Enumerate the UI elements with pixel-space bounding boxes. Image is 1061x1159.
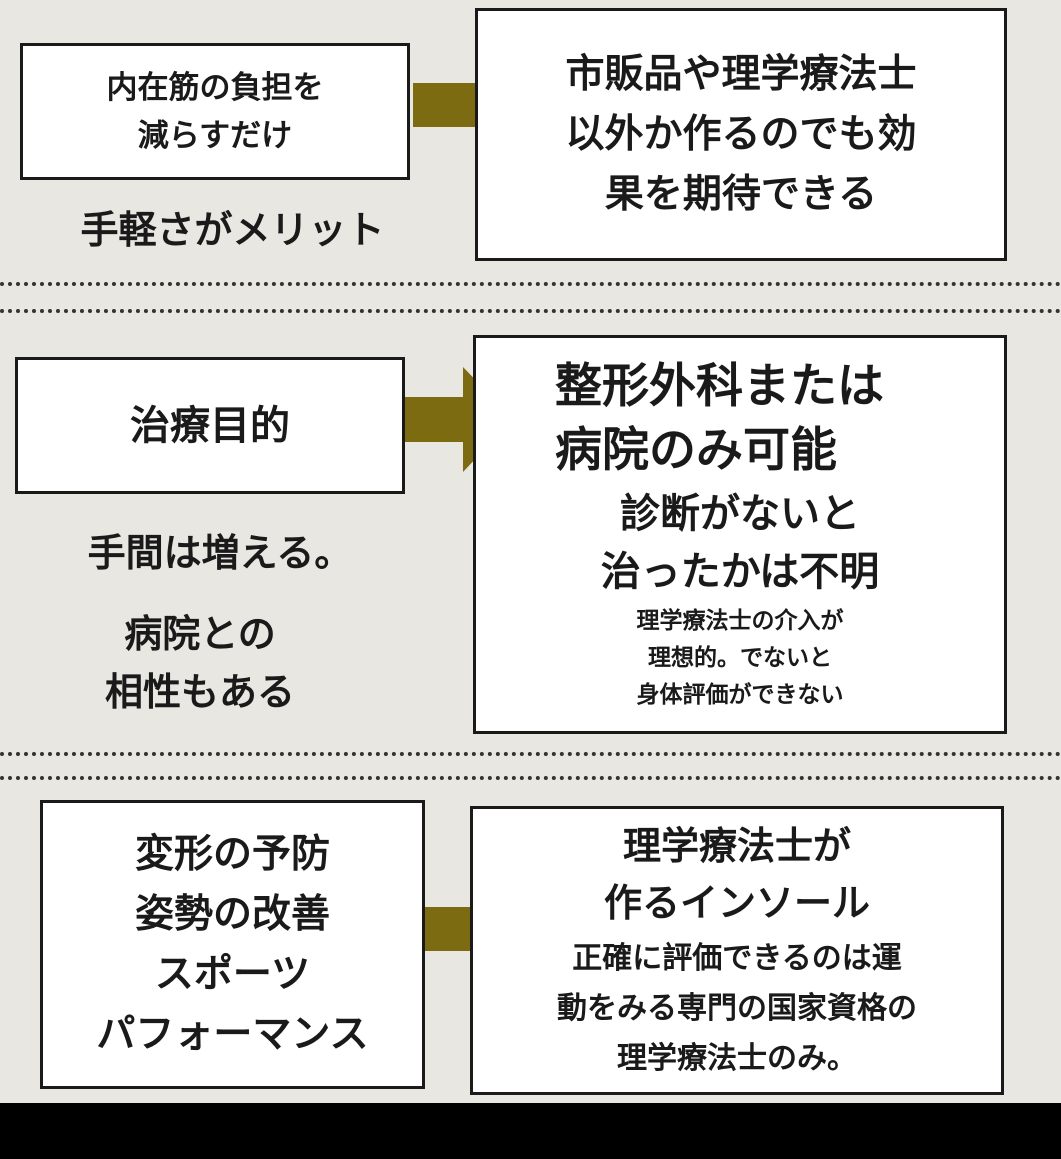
- section1-right-line-1: 市販品や理学療法士: [565, 51, 917, 97]
- divider-1a: [0, 282, 1061, 286]
- section2-right-large-line-1: 整形外科または: [555, 359, 884, 414]
- section1-right-line-2: 以外か作るのでも効: [565, 111, 917, 157]
- section2-note-b: 病院との 相性もある: [60, 605, 340, 721]
- section2-note-b-line-2: 相性もある: [104, 670, 295, 714]
- section3-right-body-line-3: 理学療法士のみ。: [617, 1040, 857, 1076]
- divider-2b: [0, 776, 1061, 780]
- section3-right-body-line-1: 正確に評価できるのは運: [572, 940, 902, 976]
- section3-left-line-2: 姿勢の改善: [134, 891, 330, 937]
- section2-right-small-line-1: 理学療法士の介入が: [636, 608, 844, 634]
- section1-left-box: 内在筋の負担を 減らすだけ: [20, 43, 410, 180]
- section3-right-title-line-1: 理学療法士が: [622, 823, 851, 868]
- section3-left-line-1: 変形の予防: [134, 831, 330, 877]
- section2-note-a: 手間は増える。: [87, 531, 353, 575]
- section2-right-medium-line-2: 治ったかは不明: [600, 549, 880, 595]
- section3-right-box: 理学療法士が 作るインソール 正確に評価できるのは運 動をみる専門の国家資格の …: [470, 806, 1004, 1095]
- section1-left-line-2: 減らすだけ: [137, 117, 293, 154]
- section2-right-medium: 診断がないと 治ったかは不明: [601, 485, 879, 601]
- section2-right-large: 整形外科または 病院のみ可能: [555, 355, 945, 483]
- section1-note: 手軽さがメリット: [80, 208, 385, 252]
- section3-left-line-3: スポーツ: [154, 951, 311, 997]
- section2-right-small: 理学療法士の介入が 理想的。でないと 身体評価ができない: [637, 603, 844, 714]
- section2-left-line-1: 治療目的: [130, 402, 290, 449]
- section2-note-b-line-1: 病院との: [124, 612, 276, 656]
- section2-right-small-line-2: 理想的。でないと: [648, 645, 832, 671]
- section3-right-body-line-2: 動をみる専門の国家資格の: [557, 990, 917, 1026]
- section2-right-medium-line-1: 診断がないと: [620, 491, 860, 537]
- bottom-black-bar: [0, 1103, 1061, 1159]
- section2-right-large-line-2: 病院のみ可能: [555, 423, 837, 478]
- section3-left-line-4: パフォーマンス: [96, 1011, 369, 1057]
- divider-2a: [0, 752, 1061, 756]
- section1-left-line-1: 内在筋の負担を: [106, 69, 324, 106]
- section3-right-body: 正確に評価できるのは運 動をみる専門の国家資格の 理学療法士のみ。: [557, 934, 917, 1084]
- section3-right-title-line-2: 作るインソール: [603, 880, 870, 925]
- section3-right-title: 理学療法士が 作るインソール: [604, 818, 870, 932]
- section1-right-line-3: 果を期待できる: [604, 171, 878, 217]
- section3-left-box: 変形の予防 姿勢の改善 スポーツ パフォーマンス: [40, 800, 425, 1089]
- section2-left-box: 治療目的: [15, 357, 405, 494]
- divider-1b: [0, 309, 1061, 313]
- section2-right-box: 整形外科または 病院のみ可能 診断がないと 治ったかは不明 理学療法士の介入が …: [473, 335, 1007, 734]
- section1-right-box: 市販品や理学療法士 以外か作るのでも効 果を期待できる: [475, 8, 1007, 261]
- section2-right-small-line-3: 身体評価ができない: [636, 682, 844, 708]
